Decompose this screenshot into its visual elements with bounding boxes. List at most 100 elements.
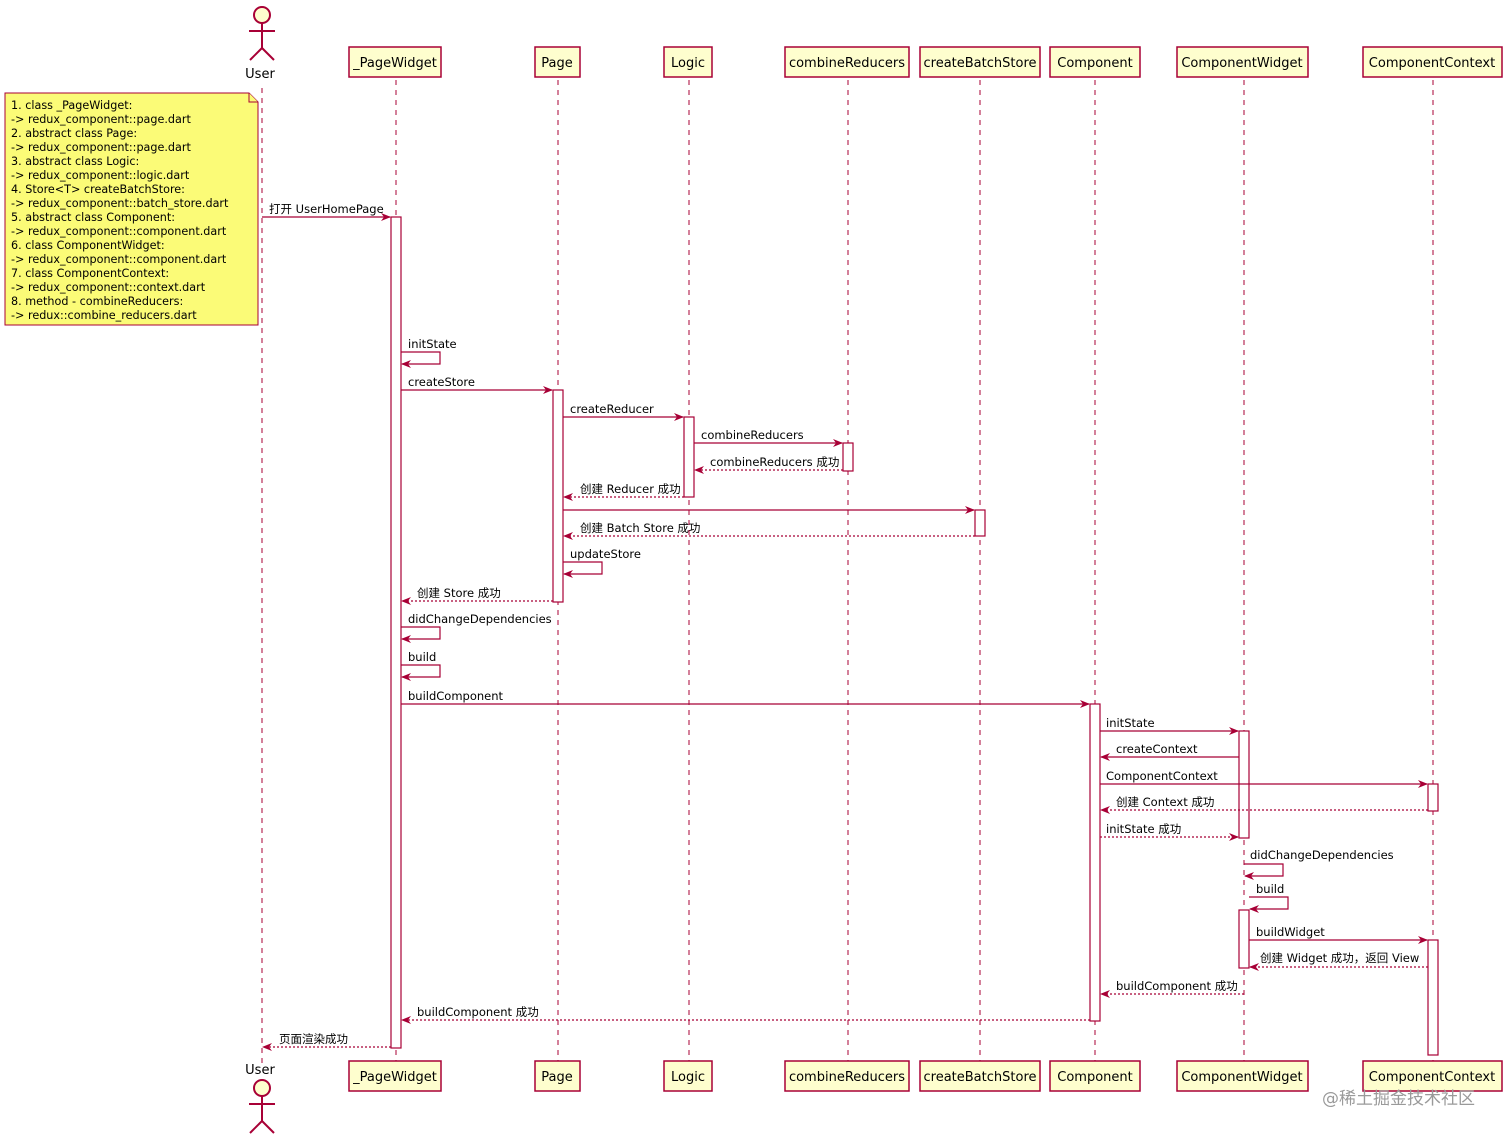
activation-logic — [683, 416, 695, 498]
message-label: createReducer — [570, 402, 654, 416]
note-line: -> redux::combine_reducers.dart — [11, 309, 197, 322]
participant-label: Page — [541, 1070, 572, 1085]
note-line: -> redux_component::context.dart — [11, 281, 206, 294]
note-line: 7. class ComponentContext: — [11, 267, 169, 280]
message-label: buildComponent 成功 — [1116, 979, 1238, 993]
message-label: 页面渲染成功 — [279, 1032, 348, 1046]
activation-create-batch-store — [974, 509, 986, 537]
participant-label: Page — [541, 56, 572, 71]
note-line: -> redux_component::logic.dart — [11, 169, 190, 182]
message-label: buildWidget — [1256, 925, 1325, 939]
activation-combine-reducers — [842, 442, 854, 472]
participants-top: _PageWidget Page Logic combineReducers c… — [348, 46, 1503, 78]
lifelines — [261, 80, 1434, 1065]
message-init-state-self: initState — [401, 337, 457, 368]
actor-user-top: User — [245, 6, 275, 82]
message-open-user-home-page: 打开 UserHomePage — [262, 202, 391, 221]
participant-label: ComponentWidget — [1181, 56, 1302, 71]
message-component-init-state: initState — [1100, 716, 1239, 735]
participant-component-context-bottom: ComponentContext — [1362, 1060, 1503, 1092]
watermark: @稀土掘金技术社区 — [1322, 1089, 1475, 1109]
note-line: 1. class _PageWidget: — [11, 99, 132, 112]
message-create-context-success: 创建 Context 成功 — [1100, 795, 1428, 814]
participant-page-widget-bottom: _PageWidget — [348, 1060, 442, 1092]
participant-component-widget-top: ComponentWidget — [1176, 46, 1309, 78]
message-create-reducer-success: 创建 Reducer 成功 — [563, 482, 684, 501]
message-label: 创建 Widget 成功，返回 View — [1260, 951, 1419, 965]
message-create-context: createContext — [1100, 742, 1239, 761]
message-label: didChangeDependencies — [1250, 848, 1394, 862]
participant-label: _PageWidget — [352, 56, 437, 71]
note: 1. class _PageWidget: -> redux_component… — [4, 92, 259, 326]
message-label: build — [1256, 882, 1284, 896]
participant-label: combineReducers — [789, 56, 905, 71]
message-build-self: build — [401, 650, 441, 681]
message-label: 创建 Batch Store 成功 — [580, 521, 700, 535]
participant-create-batch-store-bottom: createBatchStore — [919, 1060, 1041, 1092]
note-line: 8. method - combineReducers: — [11, 295, 183, 308]
participant-label: combineReducers — [789, 1070, 905, 1085]
participant-label: ComponentContext — [1369, 1070, 1495, 1085]
activation-page-widget — [390, 216, 402, 1049]
message-combine-reducers: combineReducers — [694, 428, 843, 447]
participant-label: Component — [1057, 56, 1132, 71]
note-line: -> redux_component::component.dart — [11, 253, 227, 266]
participant-combine-reducers-top: combineReducers — [784, 46, 910, 78]
message-label: initState 成功 — [1106, 822, 1181, 836]
note-line: 3. abstract class Logic: — [11, 155, 139, 168]
message-label: ComponentContext — [1106, 769, 1218, 783]
message-create-batch-store-success: 创建 Batch Store 成功 — [563, 521, 975, 540]
participant-page-widget-top: _PageWidget — [348, 46, 442, 78]
activation-component-widget-2 — [1238, 909, 1250, 969]
message-label: didChangeDependencies — [408, 612, 552, 626]
message-label: initState — [408, 337, 457, 351]
participant-label: ComponentWidget — [1181, 1070, 1302, 1085]
actor-user-bottom: User — [245, 1063, 275, 1134]
message-label: initState — [1106, 716, 1155, 730]
message-component-context: ComponentContext — [1100, 769, 1428, 788]
message-page-render-success: 页面渲染成功 — [262, 1032, 391, 1051]
message-create-reducer: createReducer — [563, 402, 684, 421]
participant-label: Logic — [671, 56, 705, 71]
note-line: 6. class ComponentWidget: — [11, 239, 165, 252]
participant-label: _PageWidget — [352, 1070, 437, 1085]
participant-page-bottom: Page — [534, 1060, 581, 1092]
message-label: createContext — [1116, 742, 1198, 756]
note-line: 5. abstract class Component: — [11, 211, 175, 224]
note-line: -> redux_component::page.dart — [11, 141, 191, 154]
participant-component-top: Component — [1049, 46, 1141, 78]
participant-component-widget-bottom: ComponentWidget — [1176, 1060, 1309, 1092]
message-label: build — [408, 650, 436, 664]
note-line: 4. Store<T> createBatchStore: — [11, 183, 185, 196]
participant-label: Component — [1057, 1070, 1132, 1085]
note-line: -> redux_component::page.dart — [11, 113, 191, 126]
participant-label: ComponentContext — [1369, 56, 1495, 71]
message-did-change-dependencies-self: didChangeDependencies — [401, 612, 552, 643]
message-create-widget-success: 创建 Widget 成功，返回 View — [1249, 951, 1428, 971]
note-line: 2. abstract class Page: — [11, 127, 137, 140]
message-label: combineReducers 成功 — [710, 455, 839, 469]
message-label: combineReducers — [701, 428, 804, 442]
stick-figure-icon — [249, 1079, 275, 1134]
message-label: buildComponent 成功 — [417, 1005, 539, 1019]
note-line: -> redux_component::batch_store.dart — [11, 197, 229, 210]
message-build-component: buildComponent — [401, 689, 1090, 708]
message-label: 创建 Reducer 成功 — [580, 482, 681, 496]
message-create-store-success: 创建 Store 成功 — [401, 586, 553, 605]
activation-component-context-2 — [1427, 939, 1439, 1056]
message-label: buildComponent — [408, 689, 504, 703]
participant-label: createBatchStore — [924, 56, 1037, 71]
activation-component — [1089, 703, 1101, 1022]
message-label: 创建 Context 成功 — [1116, 795, 1214, 809]
message-update-store-self: updateStore — [563, 547, 641, 578]
activation-component-context-1 — [1427, 783, 1439, 812]
message-widget-did-change-dependencies-self: didChangeDependencies — [1244, 848, 1394, 880]
participant-component-context-top: ComponentContext — [1362, 46, 1503, 78]
message-init-state-success: initState 成功 — [1100, 822, 1239, 841]
message-build-component-success-inner: buildComponent 成功 — [1100, 979, 1244, 998]
messages: 打开 UserHomePage initState createStore cr… — [262, 202, 1428, 1051]
participants-bottom: _PageWidget Page Logic combineReducers c… — [348, 1060, 1503, 1092]
message-build-widget: buildWidget — [1249, 925, 1428, 944]
message-widget-build-self: build — [1249, 882, 1289, 913]
